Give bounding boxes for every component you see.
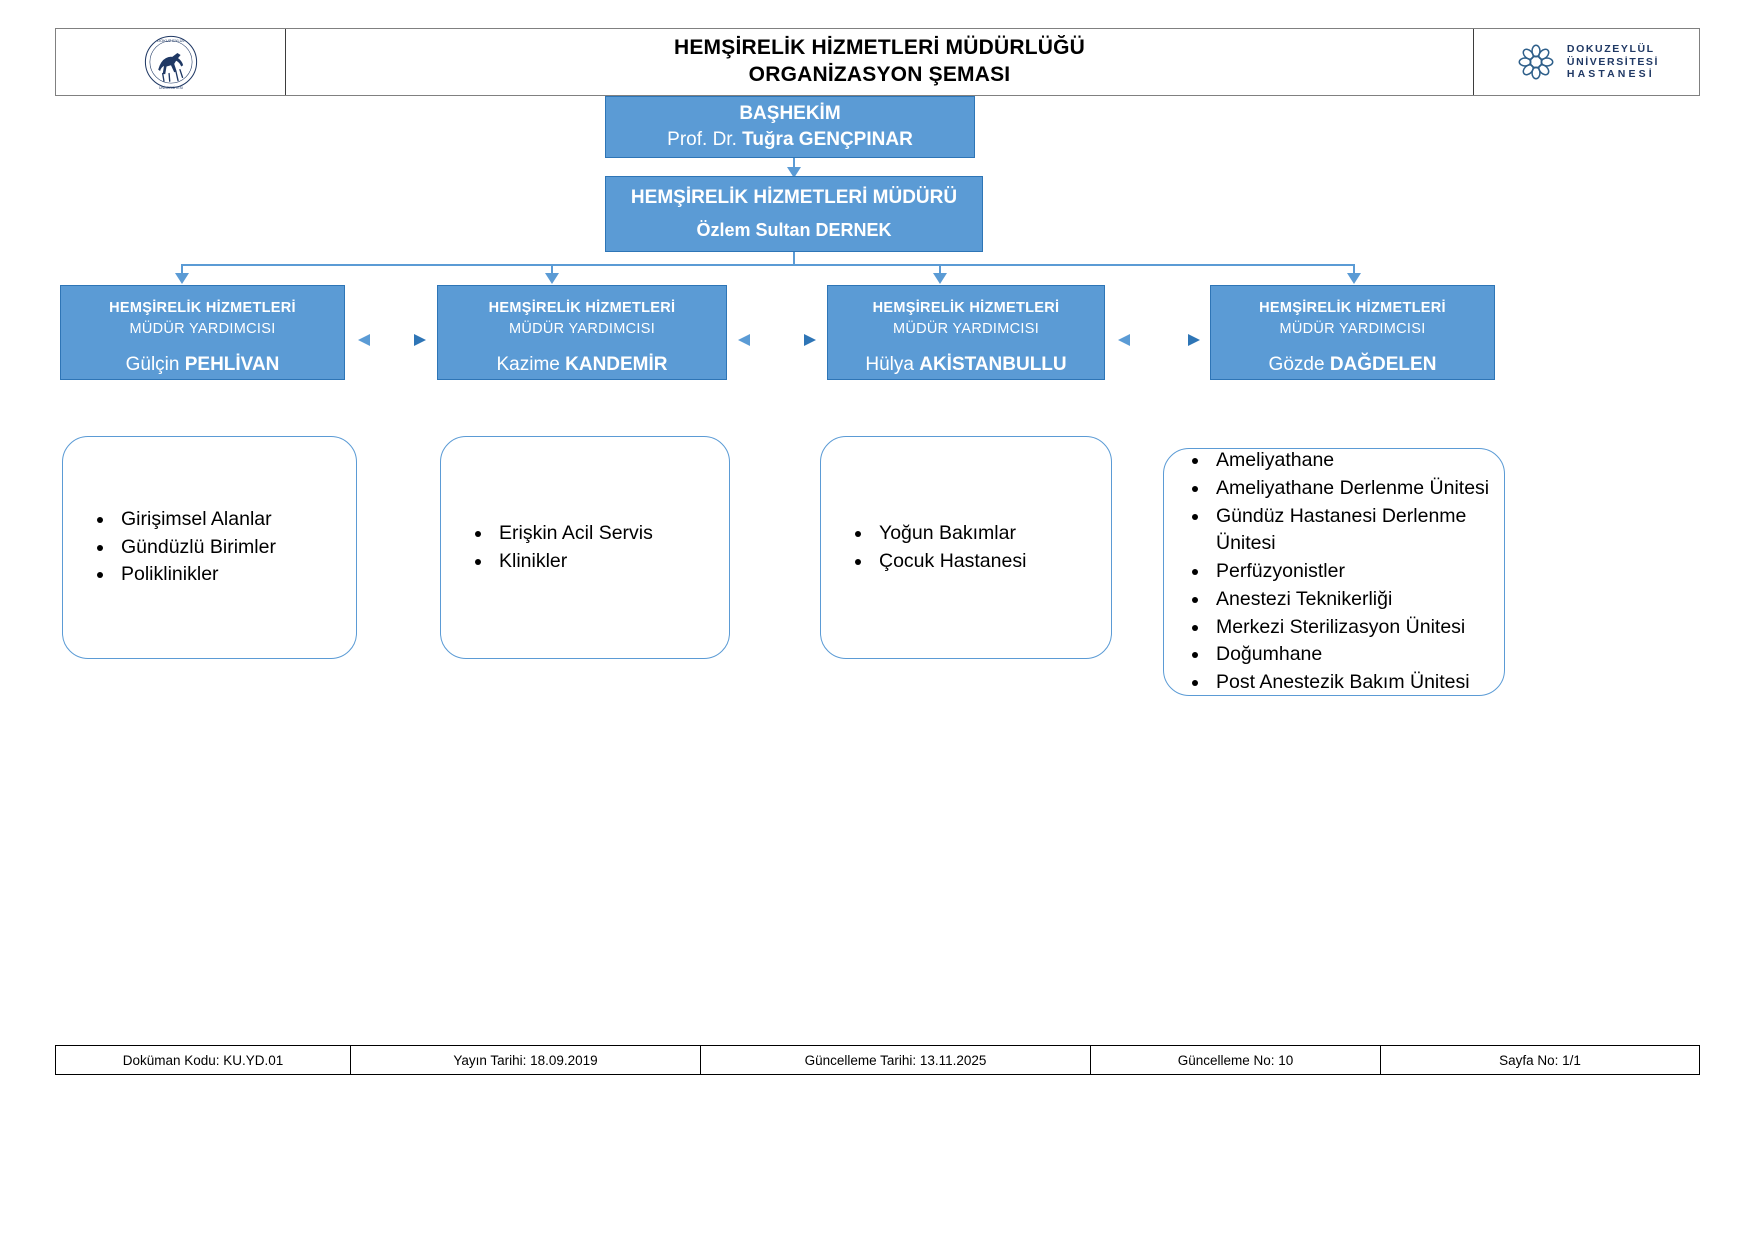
node-deputy-director-1: HEMŞİRELİK HİZMETLERİ MÜDÜR YARDIMCISI G… — [60, 285, 345, 380]
hospital-logo-line-2: ÜNİVERSİTESİ — [1566, 55, 1660, 68]
list-item: Gündüz Hastanesi Derlenme Ünitesi — [1210, 503, 1504, 558]
unit-list-2: Erişkin Acil Servis Klinikler — [441, 520, 729, 575]
page-title-line-1: HEMŞİRELİK HİZMETLERİ MÜDÜRLÜĞÜ — [673, 36, 1085, 60]
deputy-2-name: Kazime KANDEMİR — [496, 354, 667, 376]
node-deputy-director-4: HEMŞİRELİK HİZMETLERİ MÜDÜR YARDIMCISI G… — [1210, 285, 1495, 380]
node-nursing-director: HEMŞİRELİK HİZMETLERİ MÜDÜRÜ Özlem Sulta… — [605, 176, 983, 252]
unit-list-1: Girişimsel Alanlar Gündüzlü Birimler Pol… — [63, 506, 356, 589]
deputy-1-title-line-1: HEMŞİRELİK HİZMETLERİ — [109, 300, 296, 316]
connector-drop-deputy-1 — [181, 264, 183, 276]
deputy-3-last-name: AKİSTANBULLU — [919, 354, 1067, 376]
hospital-logo-line-1: DOKUZEYLÜL — [1566, 43, 1655, 56]
list-item: Merkezi Sterilizasyon Ünitesi — [1210, 614, 1504, 642]
deputy-3-title-line-2: MÜDÜR YARDIMCISI — [892, 321, 1040, 338]
chief-physician-name-prefix: Prof. Dr. — [667, 129, 743, 150]
list-item: Perfüzyonistler — [1210, 558, 1504, 586]
deputy-4-title-line-1: HEMŞİRELİK HİZMETLERİ — [1259, 300, 1446, 316]
deputy-2-title-line-1: HEMŞİRELİK HİZMETLERİ — [488, 300, 676, 316]
header-left-logo-cell: DOKUZ EYLÜL ÜNİVERSİTESİ — [56, 29, 286, 95]
connector-arrow-deputy-2 — [545, 273, 559, 284]
deputy-1-last-name: PEHLİVAN — [184, 354, 280, 376]
connector-arrow-deputy-3 — [933, 273, 947, 284]
rosette-icon — [1514, 40, 1558, 84]
deputy-4-title-line-2: MÜDÜR YARDIMCISI — [1279, 321, 1426, 338]
list-item: Erişkin Acil Servis — [493, 520, 729, 548]
connector-director-stem — [793, 252, 795, 266]
list-item: Gündüzlü Birimler — [115, 534, 356, 562]
deputy-2-first-name: Kazime — [496, 354, 566, 376]
page-title-line-2: ORGANİZASYON ŞEMASI — [748, 63, 1011, 86]
deputy-2-last-name: KANDEMİR — [565, 354, 668, 376]
dokuz-eylul-university-seal-icon: DOKUZ EYLÜL ÜNİVERSİTESİ — [139, 30, 203, 94]
list-item: Ameliyathane — [1210, 447, 1504, 475]
deputy-1-first-name: Gülçin — [125, 354, 185, 376]
header-right-logo-cell: DOKUZEYLÜL ÜNİVERSİTESİ HASTANESİ — [1474, 29, 1699, 95]
unit-list-box-1: Girişimsel Alanlar Gündüzlü Birimler Pol… — [62, 436, 357, 659]
bidirectional-arrow-1-2 — [358, 331, 426, 349]
svg-text:ÜNİVERSİTESİ: ÜNİVERSİTESİ — [159, 85, 183, 90]
deputy-3-first-name: Hülya — [865, 354, 920, 376]
deputy-4-name: Gözde DAĞDELEN — [1269, 354, 1437, 376]
bidirectional-arrow-2-3 — [738, 331, 816, 349]
footer-table: Doküman Kodu: KU.YD.01 Yayın Tarihi: 18.… — [55, 1045, 1700, 1075]
chief-physician-title: BAŞHEKİM — [739, 103, 841, 125]
connector-arrow-chief-to-director — [787, 167, 801, 178]
list-item: Anestezi Teknikerliği — [1210, 586, 1504, 614]
connector-drop-deputy-2 — [551, 264, 553, 276]
deputy-3-title-line-1: HEMŞİRELİK HİZMETLERİ — [872, 300, 1060, 316]
connector-arrow-deputy-4 — [1347, 273, 1361, 284]
unit-list-box-2: Erişkin Acil Servis Klinikler — [440, 436, 730, 659]
nursing-director-title: HEMŞİRELİK HİZMETLERİ MÜDÜRÜ — [630, 187, 958, 209]
deputy-1-title-line-2: MÜDÜR YARDIMCISI — [129, 321, 276, 338]
deputy-4-first-name: Gözde — [1268, 354, 1330, 376]
footer-document-code: Doküman Kodu: KU.YD.01 — [56, 1046, 351, 1074]
hospital-logo-line-3: HASTANESİ — [1566, 68, 1655, 81]
hospital-logo: DOKUZEYLÜL ÜNİVERSİTESİ HASTANESİ — [1514, 40, 1659, 84]
footer-publish-date: Yayın Tarihi: 18.09.2019 — [351, 1046, 701, 1074]
bidirectional-arrow-3-4 — [1118, 331, 1200, 349]
list-item: Çocuk Hastanesi — [873, 548, 1111, 576]
deputy-1-name: Gülçin PEHLİVAN — [126, 354, 280, 376]
header-table: DOKUZ EYLÜL ÜNİVERSİTESİ HEMŞİRELİK HİZM… — [55, 28, 1700, 96]
unit-list-box-4: Ameliyathane Ameliyathane Derlenme Ünite… — [1163, 448, 1505, 696]
connector-arrow-deputy-1 — [175, 273, 189, 284]
node-deputy-director-2: HEMŞİRELİK HİZMETLERİ MÜDÜR YARDIMCISI K… — [437, 285, 727, 380]
nursing-director-name: Özlem Sultan DERNEK — [696, 219, 892, 240]
unit-list-box-3: Yoğun Bakımlar Çocuk Hastanesi — [820, 436, 1112, 659]
footer-update-no: Güncelleme No: 10 — [1091, 1046, 1381, 1074]
footer-page-no: Sayfa No: 1/1 — [1499, 1052, 1581, 1068]
list-item: Klinikler — [493, 548, 729, 576]
chief-physician-name: Prof. Dr. Tuğra GENÇPINAR — [667, 127, 913, 153]
connector-drop-deputy-3 — [939, 264, 941, 276]
footer-update-date: Güncelleme Tarihi: 13.11.2025 — [701, 1046, 1091, 1074]
chief-physician-name-value: Tuğra GENÇPINAR — [742, 129, 913, 150]
svg-text:DOKUZ EYLÜL: DOKUZ EYLÜL — [157, 38, 185, 43]
list-item: Poliklinikler — [115, 561, 356, 589]
connector-drop-deputy-4 — [1353, 264, 1355, 276]
node-chief-physician: BAŞHEKİM Prof. Dr. Tuğra GENÇPINAR — [605, 96, 975, 158]
unit-list-3: Yoğun Bakımlar Çocuk Hastanesi — [821, 520, 1111, 575]
deputy-4-last-name: DAĞDELEN — [1329, 354, 1437, 376]
connector-director-bus — [181, 264, 1353, 266]
deputy-3-name: Hülya AKİSTANBULLU — [865, 354, 1066, 376]
deputy-2-title-line-2: MÜDÜR YARDIMCISI — [508, 321, 656, 338]
header-title-cell: HEMŞİRELİK HİZMETLERİ MÜDÜRLÜĞÜ ORGANİZA… — [286, 29, 1474, 95]
list-item: Girişimsel Alanlar — [115, 506, 356, 534]
list-item: Post Anestezik Bakım Ünitesi — [1210, 669, 1504, 697]
unit-list-4: Ameliyathane Ameliyathane Derlenme Ünite… — [1164, 447, 1504, 696]
list-item: Doğumhane — [1210, 641, 1504, 669]
list-item: Ameliyathane Derlenme Ünitesi — [1210, 475, 1504, 503]
node-deputy-director-3: HEMŞİRELİK HİZMETLERİ MÜDÜR YARDIMCISI H… — [827, 285, 1105, 380]
list-item: Yoğun Bakımlar — [873, 520, 1111, 548]
